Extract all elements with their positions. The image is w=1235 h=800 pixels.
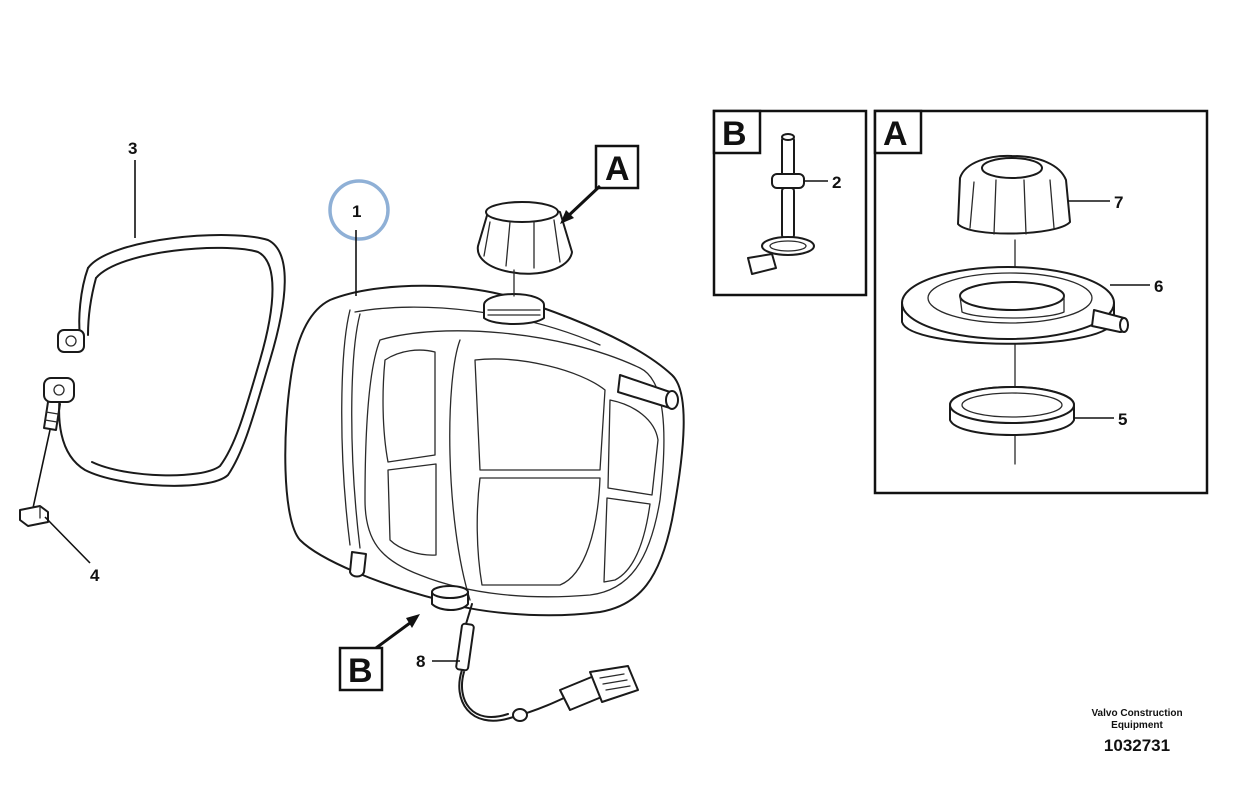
detail-a-label: A xyxy=(883,115,908,153)
detail-b-panel: B 2 xyxy=(712,109,868,297)
callout-4: 4 xyxy=(90,566,100,585)
detail-a-panel: A 7 6 5 xyxy=(873,109,1209,495)
strap-band xyxy=(32,234,286,509)
callout-6: 6 xyxy=(1154,277,1163,296)
callout-2: 2 xyxy=(832,173,841,192)
callout-8: 8 xyxy=(416,652,425,671)
view-pointer-a-label: A xyxy=(605,150,630,188)
nut xyxy=(19,505,49,527)
footer: Valvo Construction Equipment 1032731 xyxy=(1091,708,1182,755)
view-pointer-b-label: B xyxy=(348,652,373,690)
expansion-tank xyxy=(284,284,685,617)
view-pointer-a: A xyxy=(560,144,640,224)
callout-3: 3 xyxy=(128,139,137,158)
highlight-circle xyxy=(328,179,390,241)
drawing-number: 1032731 xyxy=(1104,736,1170,755)
leader-4 xyxy=(44,516,91,564)
callout-7: 7 xyxy=(1114,193,1123,212)
footer-company-line1: Valvo Construction xyxy=(1091,708,1182,719)
callout-1: 1 xyxy=(352,202,361,221)
footer-company-line2: Equipment xyxy=(1111,720,1163,731)
level-sensor-cable xyxy=(455,603,639,722)
view-pointer-b: B xyxy=(338,614,420,692)
detail-b-label: B xyxy=(722,115,747,153)
tank-cap xyxy=(476,201,573,297)
callout-5: 5 xyxy=(1118,410,1127,429)
